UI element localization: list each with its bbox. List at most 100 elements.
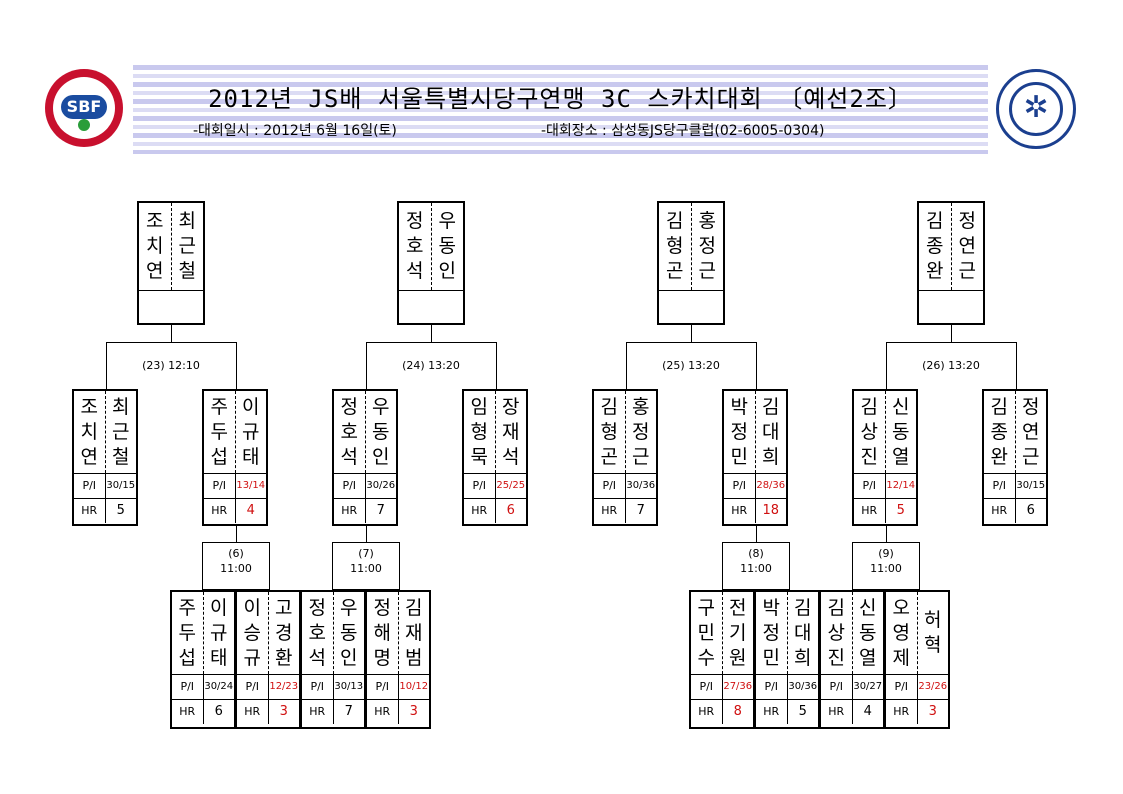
hr-label: HR	[471, 504, 488, 517]
pi-label: P/I	[310, 680, 325, 693]
card-divider	[367, 674, 429, 675]
pi-label: P/I	[472, 479, 487, 492]
hr-value: 3	[397, 700, 430, 724]
hr-label: HR	[828, 705, 845, 718]
match-number: (6)	[228, 547, 244, 560]
pi-value: 13/14	[234, 474, 267, 498]
card-divider	[464, 473, 526, 474]
card-divider	[367, 699, 429, 700]
hr-value: 7	[364, 499, 397, 523]
title-banner: 2012년 JS배 서울특별시당구연맹 3C 스카치대회 〔예선2조〕 -대회일…	[133, 65, 988, 154]
card-divider	[854, 473, 916, 474]
pi-value: 30/36	[624, 474, 657, 498]
pi-value: 10/12	[397, 675, 430, 699]
card-divider	[74, 498, 136, 499]
hr-label: HR	[179, 705, 196, 718]
event-date: -대회일시 : 2012년 6월 16일(토)	[193, 123, 397, 139]
sbf-logo: SBF	[45, 69, 123, 147]
match-time: 11:00	[350, 562, 382, 575]
card-divider	[724, 498, 786, 499]
card-divider	[237, 674, 299, 675]
player-name: 허 혁	[924, 609, 942, 656]
card-divider	[984, 498, 1046, 499]
match-time: 11:00	[220, 562, 252, 575]
hr-value: 4	[234, 499, 267, 523]
pi-value: 23/26	[916, 675, 949, 699]
hr-value: 6	[202, 700, 235, 724]
bracket-line	[366, 342, 497, 343]
pi-label: P/I	[82, 479, 97, 492]
hr-label: HR	[861, 504, 878, 517]
hr-value: 8	[721, 700, 754, 724]
hr-value: 5	[884, 499, 917, 523]
hr-label: HR	[991, 504, 1008, 517]
hr-value: 7	[624, 499, 657, 523]
match-label: (23) 12:10	[142, 359, 200, 372]
card-divider	[204, 473, 266, 474]
match-box: (9)11:00	[852, 542, 920, 590]
pi-label: P/I	[180, 680, 195, 693]
card-divider	[821, 699, 883, 700]
card-divider	[334, 498, 396, 499]
hr-value: 6	[494, 499, 527, 523]
pi-value: 30/13	[332, 675, 365, 699]
card-divider	[204, 498, 266, 499]
bracket-line	[1016, 342, 1017, 390]
pi-label: P/I	[212, 479, 227, 492]
pi-value: 12/14	[884, 474, 917, 498]
card-divider	[74, 473, 136, 474]
card-divider	[139, 290, 203, 291]
pi-row: P/I 30/13	[302, 675, 364, 699]
pi-label: P/I	[245, 680, 260, 693]
pi-value: 30/27	[851, 675, 884, 699]
hr-label: HR	[893, 705, 910, 718]
hr-label: HR	[211, 504, 228, 517]
pi-label: P/I	[992, 479, 1007, 492]
pi-label: P/I	[732, 479, 747, 492]
